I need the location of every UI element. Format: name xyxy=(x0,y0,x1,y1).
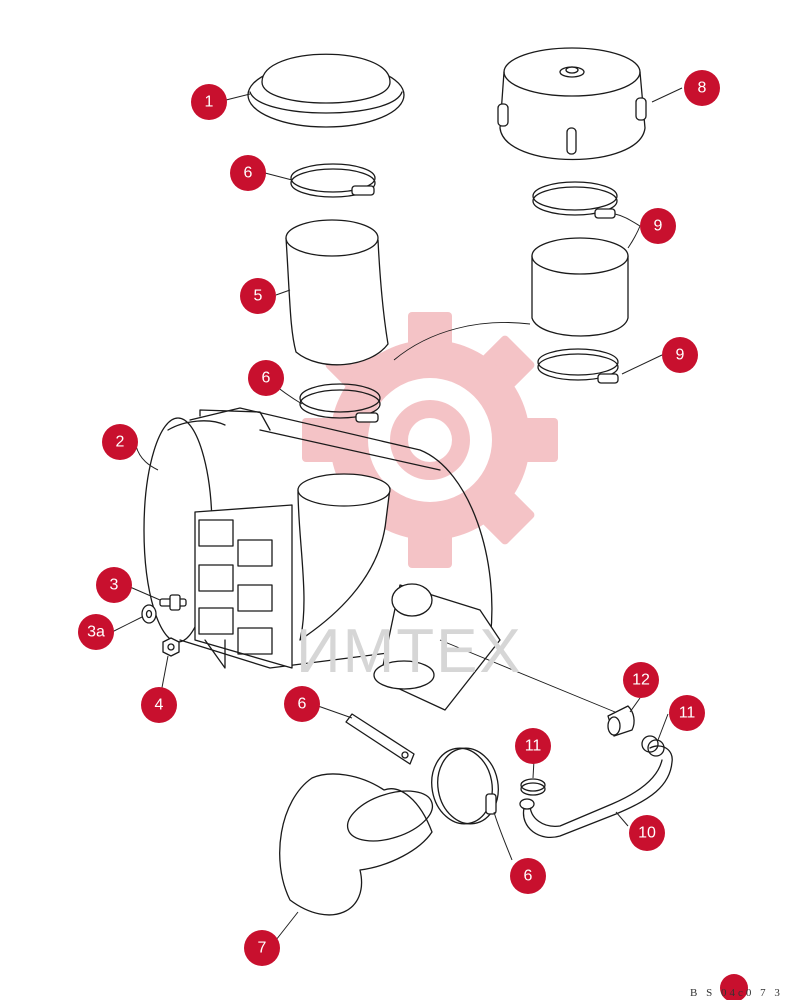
assembly-path-line xyxy=(393,322,531,361)
part-6-hose-clamp-lower xyxy=(431,747,499,825)
part-6-clamp-strap xyxy=(345,713,415,765)
part-7-elbow-hose xyxy=(279,773,434,916)
svg-text:8: 8 xyxy=(698,80,707,97)
svg-text:5: 5 xyxy=(254,288,263,305)
callout-part-10[interactable]: 10 xyxy=(629,815,665,851)
svg-text:1: 1 xyxy=(205,94,214,111)
callout-part-4[interactable]: 4 xyxy=(141,687,177,723)
svg-text:3a: 3a xyxy=(87,624,105,641)
part-10-tube xyxy=(519,745,673,838)
part-3-bolt xyxy=(159,594,187,611)
callout-part-11-right[interactable]: 11 xyxy=(669,695,705,731)
svg-text:3: 3 xyxy=(110,577,119,594)
callout-part-5[interactable]: 5 xyxy=(240,278,276,314)
part-6-hose-clamp-upper xyxy=(290,163,376,198)
drawing-reference: B S 04c0 7 3 xyxy=(690,987,783,999)
part-9-sleeve xyxy=(531,237,629,337)
callout-badges: 1 8 6 9 5 9 6 2 xyxy=(78,70,720,966)
part-11-clip-left xyxy=(520,778,546,796)
part-8-precleaner xyxy=(497,47,647,161)
svg-text:9: 9 xyxy=(676,347,685,364)
svg-text:12: 12 xyxy=(632,672,650,689)
part-3a-washer xyxy=(141,604,157,624)
callout-part-12[interactable]: 12 xyxy=(623,662,659,698)
watermark-brand-text: ИМТЕХ xyxy=(296,617,523,686)
svg-text:11: 11 xyxy=(525,738,542,755)
callout-part-9-upper[interactable]: 9 xyxy=(640,208,676,244)
part-11-clip-right xyxy=(641,735,665,757)
callout-part-3a[interactable]: 3a xyxy=(78,614,114,650)
part-1-cover-cap xyxy=(247,53,405,128)
part-9-hose-clamp-lower xyxy=(537,348,619,384)
part-9-hose-clamp-upper xyxy=(532,181,618,219)
svg-text:10: 10 xyxy=(638,825,656,842)
part-4-nut xyxy=(162,637,180,657)
svg-text:6: 6 xyxy=(524,868,533,885)
reference-badge xyxy=(720,974,748,1000)
svg-text:6: 6 xyxy=(244,165,253,182)
callout-part-6-strap[interactable]: 6 xyxy=(284,686,320,722)
callout-part-1[interactable]: 1 xyxy=(191,84,227,120)
svg-text:9: 9 xyxy=(654,218,663,235)
callout-part-11-left[interactable]: 11 xyxy=(515,728,551,764)
svg-text:6: 6 xyxy=(262,370,271,387)
svg-text:4: 4 xyxy=(155,697,164,714)
callout-part-6-mid[interactable]: 6 xyxy=(248,360,284,396)
callout-part-2[interactable]: 2 xyxy=(102,424,138,460)
svg-text:7: 7 xyxy=(258,940,267,957)
svg-text:2: 2 xyxy=(116,434,125,451)
callout-part-6-upper[interactable]: 6 xyxy=(230,155,266,191)
part-12-cap xyxy=(607,705,635,737)
part-5-hose xyxy=(285,219,389,366)
callout-part-3[interactable]: 3 xyxy=(96,567,132,603)
callout-part-9-lower[interactable]: 9 xyxy=(662,337,698,373)
callout-part-7[interactable]: 7 xyxy=(244,930,280,966)
part-2-air-filter-housing xyxy=(143,407,616,713)
part-6-hose-clamp-mid xyxy=(299,383,381,423)
svg-text:6: 6 xyxy=(298,696,307,713)
callout-part-8[interactable]: 8 xyxy=(684,70,720,106)
svg-text:11: 11 xyxy=(679,705,696,722)
callout-part-6-lower[interactable]: 6 xyxy=(510,858,546,894)
